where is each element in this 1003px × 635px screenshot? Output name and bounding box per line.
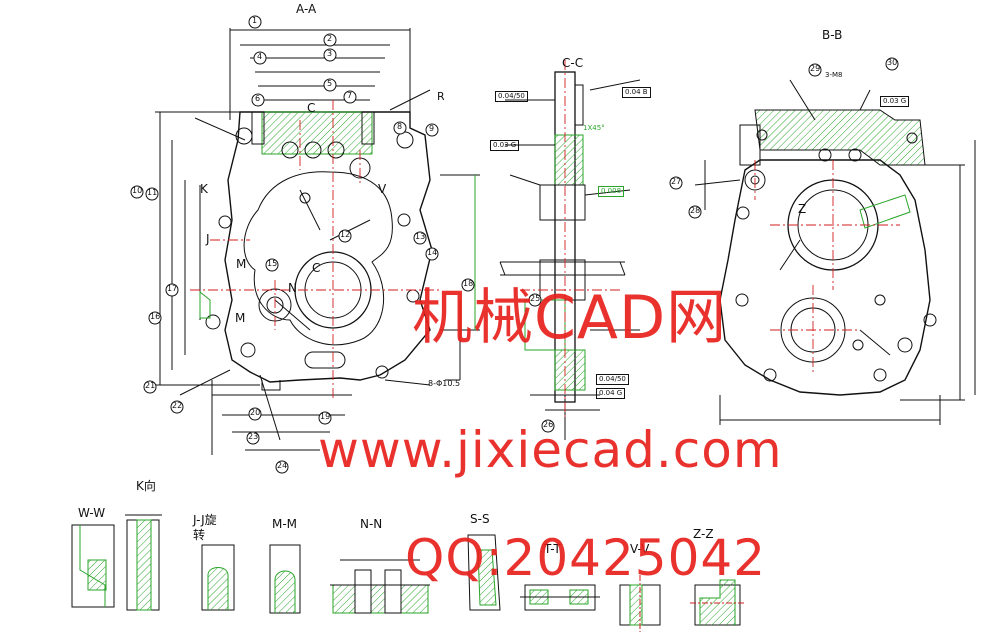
holes-callout: 8-Φ10.5 bbox=[428, 379, 461, 388]
section-title-zz: Z-Z bbox=[693, 527, 714, 541]
balloon-5: 5 bbox=[327, 79, 333, 88]
view-aa-centerlines bbox=[190, 100, 440, 400]
section-title-tt: T-T bbox=[544, 542, 561, 556]
balloon-circles bbox=[130, 15, 899, 474]
balloon-30: 30 bbox=[887, 58, 898, 67]
watermark-title: 机械CAD网 bbox=[412, 283, 728, 353]
view-cc bbox=[499, 71, 641, 440]
tolerance-callout: 0.04/50 bbox=[495, 91, 528, 102]
balloon-2: 2 bbox=[327, 34, 333, 43]
balloon-12: 12 bbox=[340, 230, 351, 239]
balloon-24: 24 bbox=[277, 461, 288, 470]
balloon-16: 16 bbox=[150, 312, 161, 321]
view-letter-n: N bbox=[288, 281, 297, 295]
view-letter-c2: C bbox=[312, 261, 321, 275]
view-vv bbox=[619, 575, 661, 632]
view-ww bbox=[71, 514, 162, 611]
view-letter-r: R bbox=[437, 90, 445, 103]
section-title-jj: J-J旋 bbox=[193, 513, 217, 527]
watermark-url: www.jixiecad.com bbox=[318, 421, 783, 479]
view-letter-c1: C bbox=[307, 101, 316, 115]
balloon-20: 20 bbox=[250, 408, 261, 417]
section-title-aa: A-A bbox=[296, 2, 317, 16]
view-letter-m2: M bbox=[235, 311, 246, 325]
balloon-10: 10 bbox=[132, 186, 143, 195]
balloon-26: 26 bbox=[543, 420, 554, 429]
balloon-21: 21 bbox=[145, 381, 156, 390]
tolerance-callout: 0.04/50 bbox=[596, 374, 629, 385]
section-title-nn: N-N bbox=[360, 517, 383, 531]
section-title-ww: W-W bbox=[78, 506, 106, 520]
view-mm bbox=[269, 544, 301, 614]
tolerance-callout: 0.008 bbox=[598, 186, 625, 197]
watermark-qq: QQ:20425042 bbox=[405, 529, 767, 587]
view-nn bbox=[330, 559, 430, 614]
section-title-ss: S-S bbox=[470, 512, 490, 526]
section-title-bb: B-B bbox=[822, 28, 843, 42]
tolerance-callout: 0.04 G bbox=[596, 388, 626, 399]
balloon-18: 18 bbox=[463, 279, 474, 288]
balloon-15: 15 bbox=[267, 259, 278, 268]
balloon-3: 3 bbox=[327, 49, 333, 58]
view-letter-k: K bbox=[200, 182, 208, 196]
tolerance-callout: 0.03 G bbox=[490, 140, 520, 151]
balloon-14: 14 bbox=[427, 248, 438, 257]
view-letter-j: J bbox=[206, 232, 210, 246]
tolerance-callout: 0.04 B bbox=[622, 87, 651, 98]
view-tt bbox=[520, 584, 600, 611]
balloon-27: 27 bbox=[671, 177, 682, 186]
balloon-23: 23 bbox=[248, 432, 259, 441]
view-zz bbox=[690, 579, 745, 626]
thread-callout: 3-M8 bbox=[825, 71, 843, 79]
balloon-6: 6 bbox=[255, 94, 261, 103]
section-title-cc: C-C bbox=[562, 56, 584, 70]
section-title-jj-line2: 转 bbox=[193, 528, 206, 542]
balloon-22: 22 bbox=[172, 401, 183, 410]
balloon-28: 28 bbox=[690, 206, 701, 215]
view-aa bbox=[155, 28, 480, 455]
view-bb bbox=[694, 79, 976, 425]
balloon-4: 4 bbox=[257, 52, 263, 61]
balloon-8: 8 bbox=[397, 122, 403, 131]
view-cc-centerline bbox=[520, 60, 620, 420]
balloon-1: 1 bbox=[252, 16, 258, 25]
chamfer-callout: 1X45° bbox=[583, 124, 605, 132]
view-letter-z: Z bbox=[798, 202, 807, 216]
balloon-11: 11 bbox=[147, 188, 158, 197]
view-ss bbox=[467, 534, 501, 611]
section-title-mm: M-M bbox=[272, 517, 298, 531]
tolerance-callout: 0.03 G bbox=[880, 96, 910, 107]
balloon-13: 13 bbox=[415, 232, 426, 241]
balloon-17: 17 bbox=[167, 284, 178, 293]
view-jj bbox=[201, 544, 235, 611]
balloon-9: 9 bbox=[429, 124, 435, 133]
view-letter-v: V bbox=[378, 182, 387, 196]
balloon-25: 25 bbox=[530, 294, 541, 303]
balloon-19: 19 bbox=[320, 412, 331, 421]
view-letter-m1: M bbox=[236, 257, 247, 271]
view-bb-centerlines bbox=[754, 160, 900, 375]
balloon-29: 29 bbox=[810, 64, 821, 73]
section-title-vv: V-V bbox=[630, 542, 650, 556]
view-title-k: K向 bbox=[136, 479, 156, 493]
balloon-7: 7 bbox=[347, 91, 353, 100]
